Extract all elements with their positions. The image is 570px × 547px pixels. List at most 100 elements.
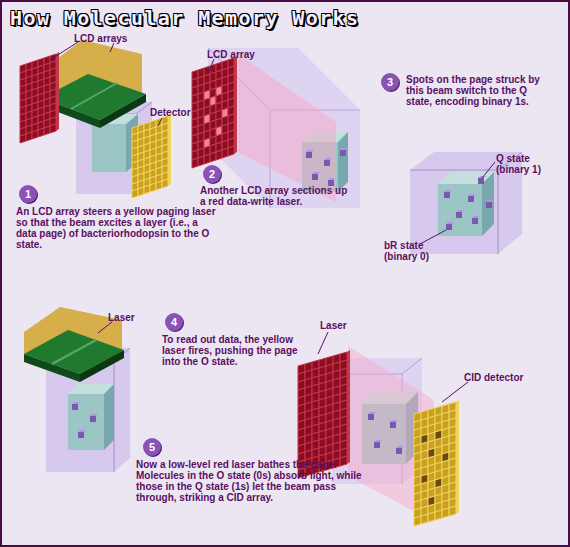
cid-detector-array: [414, 400, 459, 526]
lcd-slab: [24, 354, 80, 382]
q-state-spot-top: [72, 402, 80, 404]
lcd-array: [20, 52, 59, 143]
lcd-array-cell: [222, 148, 228, 158]
q-state-spot: [328, 178, 336, 186]
q-state-spot-face: [472, 218, 478, 224]
lcd-array-cell: [210, 152, 216, 162]
leader-line: [208, 59, 214, 74]
lcd-array: [192, 56, 237, 168]
q-state-spot-face: [456, 212, 462, 218]
q-state-spot-face: [90, 416, 96, 422]
leader-line: [50, 42, 78, 60]
lcd-array-cell: [20, 134, 26, 143]
q-state-spot-face: [486, 202, 492, 208]
data-cube: [68, 394, 104, 450]
lcd-array-cell: [228, 146, 234, 156]
q-state-spot-face: [374, 442, 380, 448]
leader-line: [420, 230, 446, 244]
cid-detector-array-cell: [428, 512, 435, 522]
q-state-spot-face: [396, 448, 402, 454]
laser-array-edge: [347, 350, 350, 464]
q-state-spot: [72, 402, 80, 410]
lcd-array-cell: [198, 156, 204, 166]
q-state-spot: [374, 440, 382, 448]
part-label: Detector: [150, 107, 210, 118]
lcd-array-cell: [32, 130, 38, 139]
callout-number: 5: [149, 442, 155, 453]
data-cube: [92, 124, 126, 172]
q-state-spot: [396, 446, 404, 454]
q-state-spot-face: [468, 196, 474, 202]
q-state-spot-top: [90, 414, 98, 416]
data-cube: [338, 132, 348, 192]
q-state-spot-face: [368, 414, 374, 420]
q-state-spot-face: [72, 404, 78, 410]
q-state-spot: [340, 148, 348, 156]
data-cube: [126, 114, 138, 172]
data-cube: [438, 172, 494, 236]
leader-line: [158, 118, 162, 126]
q-state-spot-top: [472, 216, 480, 218]
cid-detector-array-cell: [442, 508, 449, 518]
callout-number: 2: [209, 169, 215, 180]
cid-detector-array-cell: [449, 506, 456, 516]
cube-housing: [208, 48, 360, 208]
callout-number: 4: [171, 317, 177, 328]
lcd-grid: [20, 52, 459, 526]
detector-array-cell: [150, 183, 156, 192]
step-text: Spots on the page struck by this beam sw…: [406, 74, 556, 107]
data-cube: [68, 384, 114, 450]
part-label: Laser: [108, 312, 158, 323]
detector-array-cell: [156, 181, 162, 190]
step-text: To read out data, the yellow laser fires…: [162, 334, 312, 367]
part-label: CID detector: [464, 372, 554, 383]
leader-line: [98, 322, 112, 333]
lcd-array-cell: [44, 126, 50, 135]
detector-array: [132, 114, 171, 198]
cube-housing: [498, 170, 499, 254]
q-state-spot-face: [312, 174, 318, 180]
diagram-title: How Molecular Memory Works: [10, 6, 359, 30]
q-state-spot-face: [78, 432, 84, 438]
q-state-spot: [368, 412, 376, 420]
leader-line: [318, 332, 328, 354]
q-state-spot-top: [374, 440, 382, 442]
lcd-array-edge: [56, 52, 59, 131]
part-label: LCD arrays: [74, 33, 154, 44]
callout-circle: 1: [19, 185, 37, 203]
cid-detector-array-cell: [421, 514, 428, 524]
q-state-spot: [312, 172, 320, 180]
q-state-spot-top: [486, 200, 494, 202]
part-label: Laser: [320, 320, 370, 331]
q-state-spot-face: [324, 160, 330, 166]
q-state-spot-top: [444, 190, 452, 192]
callout-number: 1: [25, 189, 31, 200]
step-text: An LCD array steers a yellow paging lase…: [16, 206, 216, 250]
state-label: Q state (binary 1): [496, 153, 562, 175]
q-state-spot-top: [468, 194, 476, 196]
laser-array: [298, 350, 350, 478]
cid-detector-array-edge: [456, 400, 459, 514]
laser-array-cell: [340, 456, 347, 466]
q-state-spot: [456, 210, 464, 218]
read-laser-beam: [348, 346, 434, 522]
q-state-spot-top: [446, 222, 454, 224]
q-state-spot: [78, 430, 86, 438]
q-state-spot: [472, 216, 480, 224]
lcd-array-edge: [234, 56, 237, 154]
q-state-spot: [390, 420, 398, 428]
data-cube: [104, 384, 114, 450]
leader-line: [442, 382, 468, 402]
detector-array-cell: [144, 185, 150, 194]
step-text: Another LCD array sections up a red data…: [200, 185, 350, 207]
callout-circle: 3: [381, 73, 399, 91]
lcd-slab: [24, 330, 124, 374]
cube-housing: [208, 48, 360, 208]
lcd-slab: [71, 83, 117, 109]
lcd-array-cell: [216, 150, 222, 160]
q-state-spot-face: [390, 422, 396, 428]
detector-array-edge: [168, 114, 171, 186]
lcd-array-cell: [204, 154, 210, 164]
read-laser-beam: [348, 346, 434, 522]
